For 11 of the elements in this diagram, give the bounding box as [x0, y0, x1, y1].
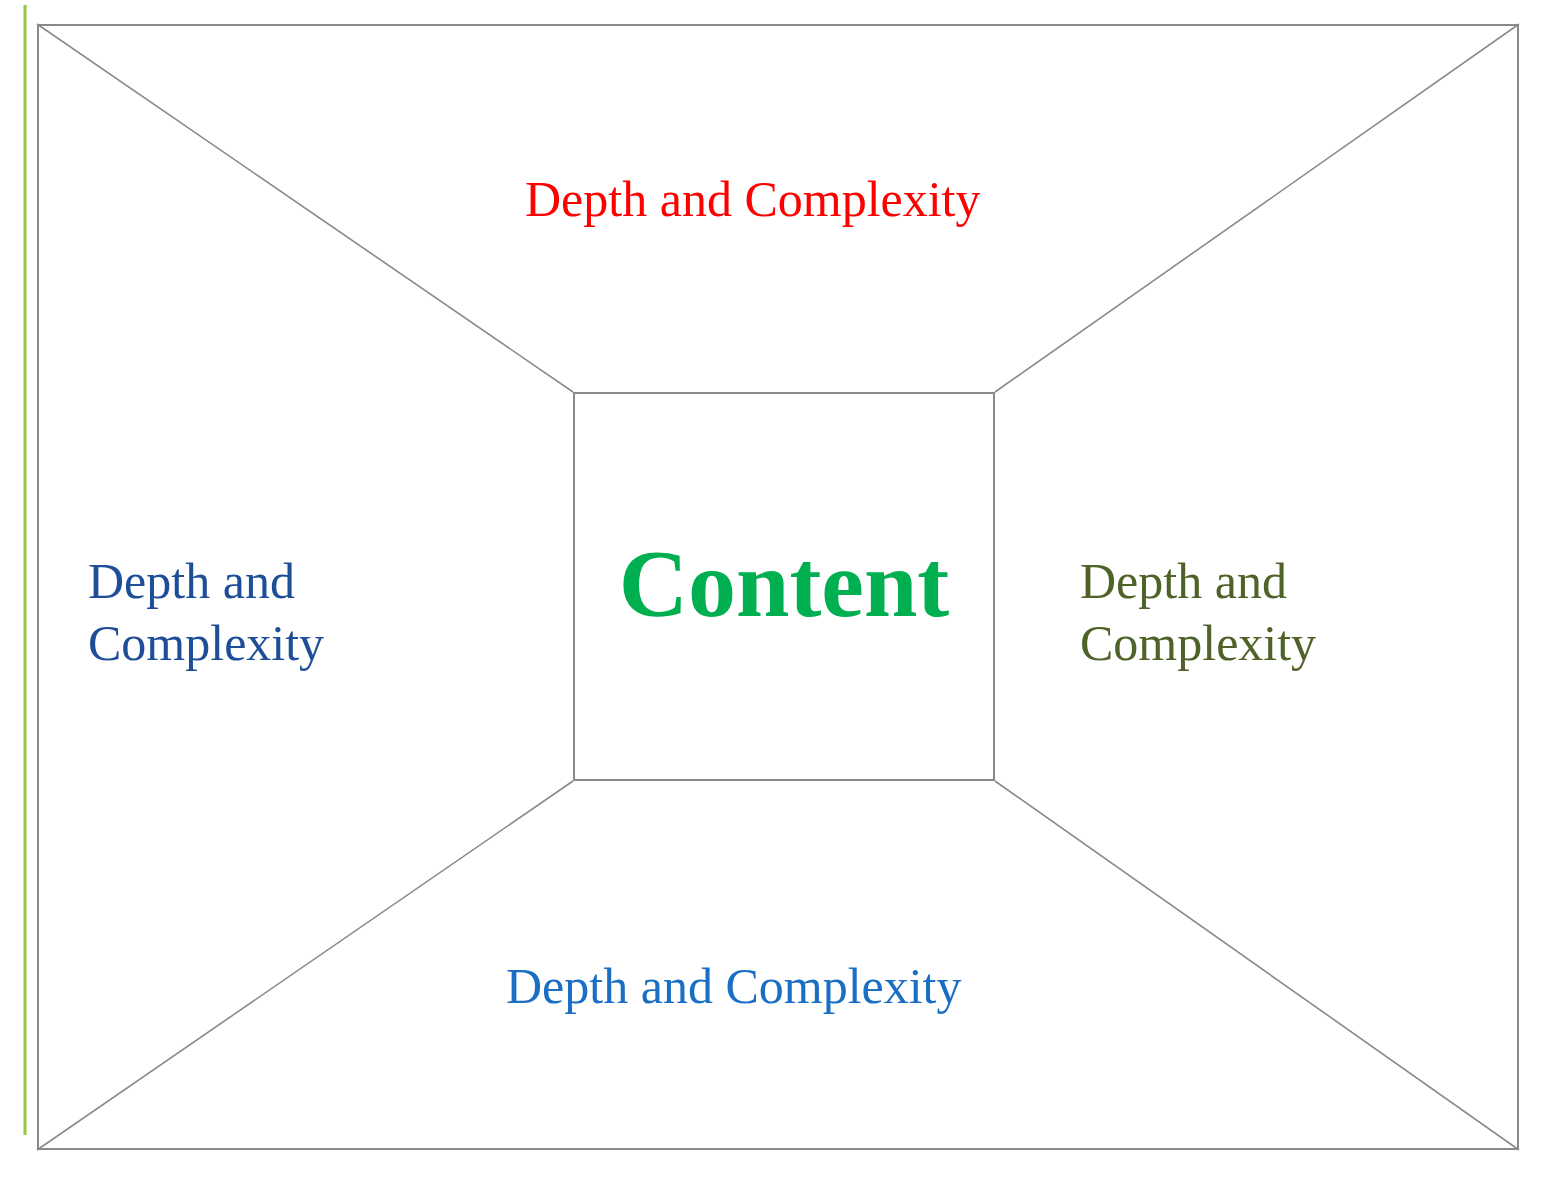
diagonal-line	[36, 23, 574, 393]
region-label: Depth and Complexity	[1080, 552, 1318, 673]
content-box	[573, 392, 995, 781]
outer-frame	[37, 24, 1519, 1150]
diagonal-line	[36, 780, 574, 1151]
region-label: Depth and Complexity	[506, 957, 963, 1016]
content-title: Content	[617, 534, 951, 634]
region-label: Depth and Complexity	[525, 170, 982, 229]
region-label: Depth and Complexity	[88, 552, 326, 673]
diagonal-line	[994, 780, 1520, 1151]
diagonal-line	[994, 23, 1520, 393]
